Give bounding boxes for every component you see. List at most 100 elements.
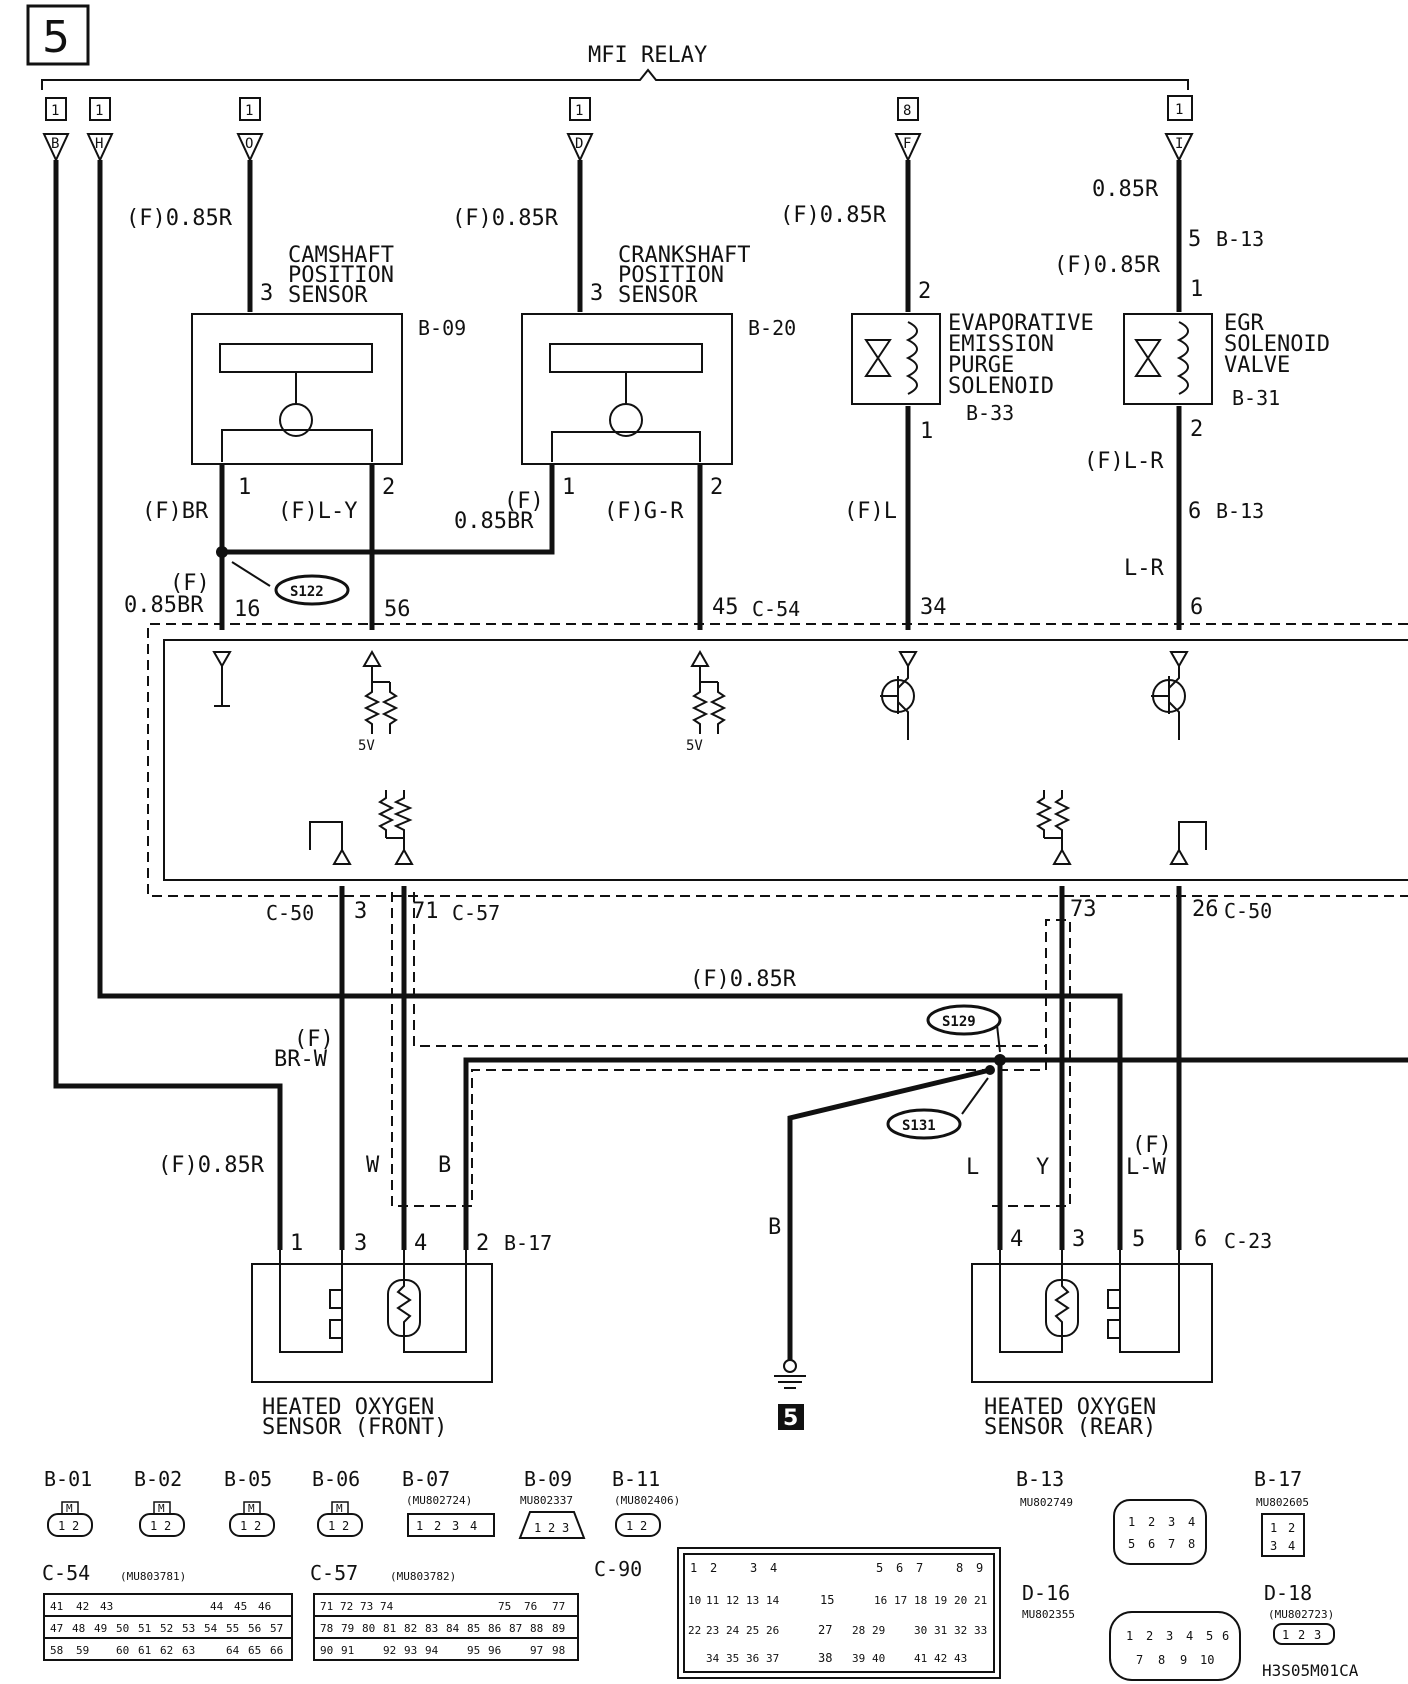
ecu-internal-symbols [212, 649, 1207, 865]
svg-text:52: 52 [160, 1622, 173, 1635]
svg-text:3: 3 [1314, 1628, 1321, 1642]
svg-text:1: 1 [534, 1521, 541, 1535]
label-egr-out: (F)L-R [1084, 449, 1164, 474]
label-horiz-r: (F)0.85R [690, 967, 797, 992]
svg-text:C-90: C-90 [594, 1557, 642, 1581]
ecu-box [163, 639, 1408, 881]
svg-text:7: 7 [1136, 1653, 1143, 1667]
ecu-5v-2: 5V [686, 738, 703, 754]
svg-text:27: 27 [818, 1623, 832, 1637]
svg-text:5: 5 [1128, 1537, 1135, 1551]
svg-text:26: 26 [766, 1624, 779, 1637]
camshaft-name-3: SENSOR [288, 283, 368, 308]
legend-b13: B-13 MU802749 1 2 3 4 5 6 7 8 [1016, 1467, 1207, 1565]
svg-text:B-01: B-01 [44, 1467, 92, 1491]
svg-text:B-07: B-07 [402, 1467, 450, 1491]
evap-name-1: EVAPORATIVE [948, 311, 1094, 336]
svg-text:18: 18 [914, 1594, 927, 1607]
pin-egr-2: 2 [1190, 417, 1203, 442]
svg-text:56: 56 [248, 1622, 261, 1635]
relay-terminal-h: 1 H [86, 97, 114, 163]
o2-rear-name-2: SENSOR (REAR) [984, 1415, 1156, 1440]
legend-c90: C-90 1 2 3 4 5 6 7 8 9 10 11 12 13 14 15… [594, 1547, 1001, 1679]
crankshaft-connector: B-20 [748, 316, 796, 340]
svg-text:1: 1 [1128, 1515, 1135, 1529]
svg-text:M: M [336, 1502, 343, 1515]
label-ecu16-b: 0.85BR [124, 593, 204, 618]
legend-b09: B-09 MU802337 1 2 3 [518, 1467, 586, 1539]
svg-text:3: 3 [1270, 1539, 1277, 1553]
pin-r6: 6 [1194, 1227, 1207, 1252]
svg-text:D: D [575, 136, 583, 152]
svg-text:14: 14 [766, 1594, 780, 1607]
wire-crank-1 [222, 462, 555, 555]
egr-name-1: EGR [1224, 311, 1264, 336]
svg-text:44: 44 [210, 1600, 224, 1613]
egr-connector: B-31 [1232, 386, 1280, 410]
svg-text:2: 2 [640, 1519, 647, 1533]
svg-text:85: 85 [467, 1622, 480, 1635]
legend-b02: B-02 M 1 2 [134, 1467, 185, 1537]
svg-text:12: 12 [726, 1594, 739, 1607]
legend-b17: B-17 MU802605 1 2 3 4 [1254, 1467, 1309, 1557]
svg-text:3: 3 [1166, 1629, 1173, 1643]
o2-front-name-2: SENSOR (FRONT) [262, 1415, 447, 1440]
svg-text:3: 3 [1168, 1515, 1175, 1529]
crankshaft-name-3: SENSOR [618, 283, 698, 308]
label-crank-1-a: (F) [504, 489, 544, 514]
pin-egr-5: 5 [1188, 227, 1201, 252]
svg-text:1: 1 [626, 1519, 633, 1533]
svg-text:83: 83 [425, 1622, 438, 1635]
svg-text:62: 62 [160, 1644, 173, 1657]
svg-text:11: 11 [706, 1594, 719, 1607]
svg-text:30: 30 [914, 1624, 927, 1637]
label-crank-1-b: 0.85BR [454, 509, 534, 534]
svg-text:41: 41 [50, 1600, 63, 1613]
svg-text:C-57: C-57 [310, 1561, 358, 1585]
svg-text:31: 31 [934, 1624, 947, 1637]
label-gnd-b: B [768, 1215, 781, 1240]
svg-text:M: M [158, 1502, 165, 1515]
ground-tag: 5 [783, 1406, 798, 1431]
svg-text:21: 21 [974, 1594, 987, 1607]
svg-text:2: 2 [1148, 1515, 1155, 1529]
svg-text:55: 55 [226, 1622, 239, 1635]
relay-terminal-o: 1 O [236, 97, 264, 163]
egr-name-2: SOLENOID [1224, 332, 1330, 357]
label-cam-2: (F)L-Y [278, 499, 357, 524]
svg-text:91: 91 [341, 1644, 354, 1657]
pin-cam-top: 3 [260, 281, 273, 306]
label-brw-a: (F) [294, 1027, 334, 1052]
svg-text:86: 86 [488, 1622, 501, 1635]
pin-evap-top: 2 [918, 279, 931, 304]
svg-text:74: 74 [380, 1600, 394, 1613]
svg-text:(MU802723): (MU802723) [1268, 1608, 1334, 1621]
svg-text:1: 1 [1282, 1628, 1289, 1642]
label-crank-in: (F)0.85R [452, 206, 559, 231]
svg-text:2: 2 [710, 1561, 717, 1575]
svg-text:61: 61 [138, 1644, 151, 1657]
egr-name-3: VALVE [1224, 353, 1290, 378]
label-y: Y [1036, 1155, 1049, 1180]
svg-text:80: 80 [362, 1622, 375, 1635]
pin-ecu-56: 56 [384, 597, 411, 622]
label-evap-out: (F)L [844, 499, 897, 524]
pin-r3: 3 [1072, 1227, 1085, 1252]
evap-solenoid [851, 313, 941, 405]
wire-b-bus [463, 1057, 1003, 1250]
o2-front-connector: B-17 [504, 1231, 552, 1255]
pin-crank-1: 1 [562, 475, 575, 500]
svg-text:35: 35 [726, 1652, 739, 1665]
svg-text:D-16: D-16 [1022, 1581, 1070, 1605]
relay-terminal-b: 1 B [42, 97, 70, 163]
svg-text:B-11: B-11 [612, 1467, 660, 1491]
svg-text:39: 39 [852, 1652, 865, 1665]
svg-text:76: 76 [524, 1600, 537, 1613]
svg-text:B-09: B-09 [524, 1467, 572, 1491]
label-lw-b: L-W [1126, 1155, 1166, 1180]
svg-text:94: 94 [425, 1644, 439, 1657]
svg-text:15: 15 [820, 1593, 834, 1607]
camshaft-name-1: CAMSHAFT [288, 243, 394, 268]
label-egr-ecu: L-R [1124, 556, 1164, 581]
svg-text:1: 1 [1175, 102, 1183, 118]
